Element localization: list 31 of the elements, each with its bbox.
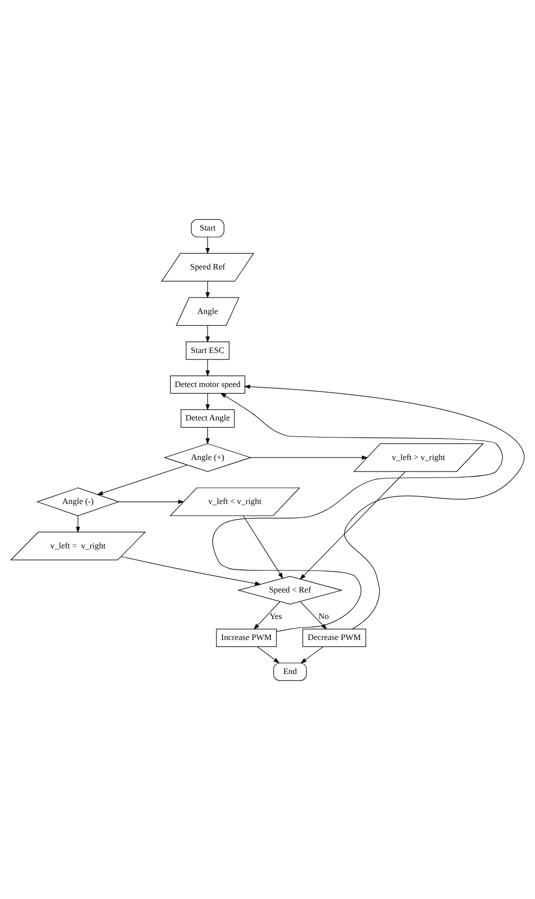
node-box: Start: [190, 218, 224, 237]
node-diamond: Angle (-): [36, 487, 120, 516]
arrow: [244, 384, 525, 629]
arrow: [206, 236, 210, 254]
edge-label: Yes: [270, 610, 282, 620]
edge-label: No: [318, 610, 329, 620]
arrow: [76, 515, 80, 532]
node-diamond: Speed < Ref: [237, 576, 343, 604]
arrow: [206, 392, 210, 410]
arrow: [300, 600, 328, 630]
arrow: [206, 280, 210, 298]
arrow: [212, 392, 503, 632]
arrow: [300, 646, 324, 663]
arrow: [206, 324, 210, 342]
arrow: [120, 556, 262, 586]
arrow: [257, 646, 280, 663]
arrow: [254, 600, 280, 630]
node-box: Detect motor speed: [170, 374, 246, 394]
node-box: Detect Angle: [180, 408, 235, 428]
arrow: [206, 358, 210, 376]
arrow: [300, 470, 406, 580]
node-box: Decrease PWM: [302, 628, 366, 646]
arrow: [243, 515, 284, 578]
arrow: [250, 454, 368, 460]
arrow: [96, 464, 188, 495]
arrow: [206, 426, 210, 444]
arrow: [118, 499, 184, 504]
node-box: Increase PWM: [216, 628, 277, 646]
node-box: End: [273, 662, 307, 680]
node-box: Start ESC: [186, 341, 230, 360]
node-diamond: Angle (+): [164, 442, 252, 472]
